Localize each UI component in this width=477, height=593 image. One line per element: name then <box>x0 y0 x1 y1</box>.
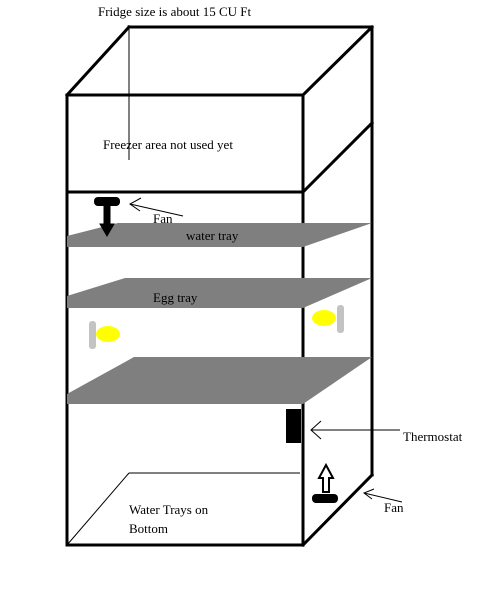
water-trays-bottom-label-line2: Bottom <box>129 521 168 536</box>
trays <box>67 223 372 404</box>
water-tray-label: water tray <box>186 228 239 243</box>
fan-top-pointer-arrow <box>129 197 184 217</box>
top-fan-down-arrow-icon <box>99 205 115 237</box>
top-fan-icon <box>94 197 120 206</box>
water-trays-bottom-label-line1: Water Trays on <box>129 502 209 517</box>
fridge-bottom-right-edge <box>300 472 375 548</box>
fridge-top-left-edge <box>64 24 132 98</box>
fan-top-label: Fan <box>153 211 173 226</box>
left-light-bulb <box>89 321 120 349</box>
fridge-front <box>65 93 305 547</box>
egg-tray-label: Egg tray <box>153 290 198 305</box>
hidden-bottom-left-edge <box>66 472 130 546</box>
water-tray-shelf <box>67 223 372 247</box>
left-bulb-icon <box>96 326 120 342</box>
bottom-fan-icon <box>312 494 338 503</box>
right-light-bulb <box>312 305 344 333</box>
thermostat-icon <box>286 409 301 443</box>
top-fan <box>94 197 120 237</box>
thermostat-pointer-arrow <box>310 420 400 440</box>
diagram-title: Fridge size is about 15 CU Ft <box>98 4 251 19</box>
fridge-top-right-edge <box>300 24 375 98</box>
bottom-fan <box>312 462 338 503</box>
right-bulb-icon <box>312 310 336 326</box>
bottom-tray-shelf <box>67 357 372 404</box>
fan-bottom-label: Fan <box>384 500 404 515</box>
thermostat-label: Thermostat <box>403 429 463 444</box>
freezer-label: Freezer area not used yet <box>103 137 233 152</box>
left-bulb-socket-icon <box>89 321 96 349</box>
pointer-arrows <box>129 197 403 503</box>
right-bulb-socket-icon <box>337 305 344 333</box>
fan-bottom-pointer-arrow <box>362 488 403 503</box>
freezer-divider-side <box>300 120 375 195</box>
egg-tray-shelf <box>67 278 372 308</box>
bottom-fan-up-arrow-icon <box>317 462 335 493</box>
